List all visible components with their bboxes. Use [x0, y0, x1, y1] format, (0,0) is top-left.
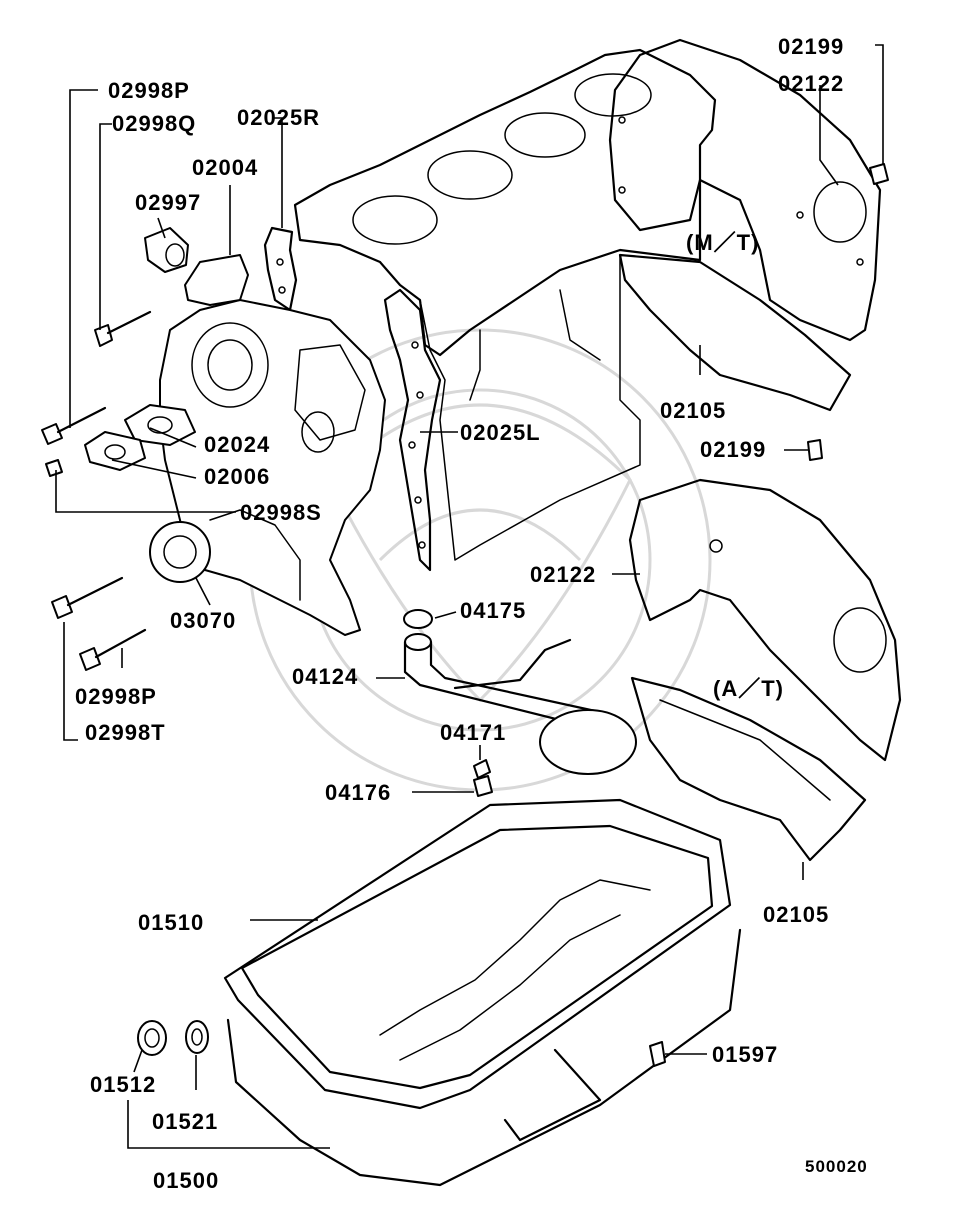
label-01512: 01512: [90, 1072, 156, 1097]
label-01500: 01500: [153, 1168, 219, 1193]
label-02025R: 02025R: [237, 105, 320, 130]
nut-04176: [473, 775, 493, 797]
cover-02105-mt: [618, 253, 852, 412]
leader-lines: [55, 44, 884, 1149]
label-02025L: 02025L: [460, 420, 541, 445]
label-04176: 04176: [325, 780, 391, 805]
cover-02105-at: [630, 676, 867, 862]
bolt-02199-mid: [807, 439, 823, 461]
fitting-02997: [144, 227, 189, 273]
label-02997: 02997: [135, 190, 201, 215]
bolt-02998Q: [94, 310, 152, 347]
gasket-02025R: [263, 226, 298, 312]
bolt-02998P-bottom: [51, 576, 124, 619]
label-02998P-bottom: 02998P: [75, 684, 157, 709]
drawing-number: 500020: [805, 1157, 868, 1176]
label-mt-variant: (M／T): [686, 230, 759, 255]
bolt-01597: [649, 1041, 666, 1067]
label-02998S: 02998S: [240, 500, 322, 525]
oil-strainer-04124: [403, 633, 637, 775]
label-02199-mid: 02199: [700, 437, 766, 462]
rear-plate-mt: [608, 38, 882, 342]
label-02105-mt: 02105: [660, 398, 726, 423]
drain-plug-01512: [137, 1020, 167, 1056]
label-04175: 04175: [460, 598, 526, 623]
label-02024: 02024: [204, 432, 270, 457]
label-03070: 03070: [170, 608, 236, 633]
label-04124: 04124: [292, 664, 358, 689]
callout-labels: 02199 02122 02998P 02998Q 02025R 02004 0…: [75, 34, 868, 1193]
bolt-02998T: [79, 628, 147, 671]
label-02998P-top: 02998P: [108, 78, 190, 103]
rear-plate-at: [628, 478, 902, 762]
washer-04171: [473, 759, 491, 779]
label-04171: 04171: [440, 720, 506, 745]
washer-01521: [185, 1020, 209, 1054]
bolt-02199-top: [869, 163, 889, 185]
label-01510: 01510: [138, 910, 204, 935]
gasket-02025L: [383, 288, 442, 572]
bolt-02998P-top: [41, 406, 107, 445]
o-ring-04175: [403, 609, 433, 629]
thermostat-housing-02004: [184, 254, 249, 306]
label-02122-top: 02122: [778, 71, 844, 96]
plate-02006: [84, 431, 146, 471]
label-02105-at: 02105: [763, 902, 829, 927]
label-01597: 01597: [712, 1042, 778, 1067]
label-02122-at: 02122: [530, 562, 596, 587]
label-02004: 02004: [192, 155, 258, 180]
oil-pan-01500: [226, 824, 742, 1187]
label-at-variant: (A／T): [713, 676, 784, 701]
oil-seal-03070: [149, 521, 211, 583]
label-02199-top: 02199: [778, 34, 844, 59]
front-case: [159, 299, 386, 636]
label-02998Q: 02998Q: [112, 111, 196, 136]
engine-block: [293, 48, 717, 561]
label-01521: 01521: [152, 1109, 218, 1134]
oil-pan-gasket-01510: [223, 798, 732, 1110]
label-02006: 02006: [204, 464, 270, 489]
label-02998T: 02998T: [85, 720, 166, 745]
bolt-02998S: [45, 459, 63, 477]
